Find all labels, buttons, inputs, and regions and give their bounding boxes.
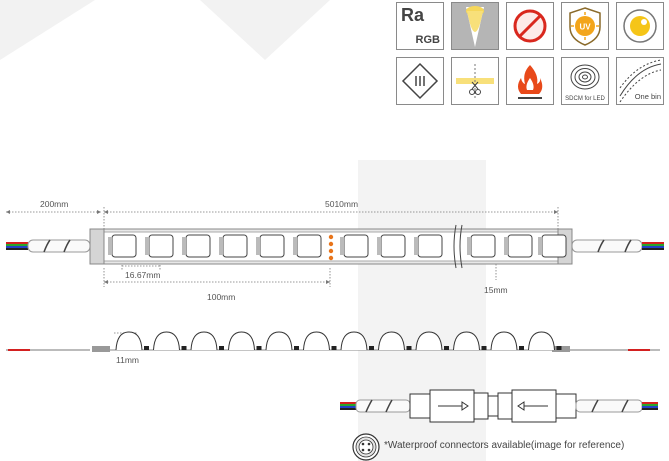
led-chip-shadow	[538, 237, 542, 255]
break-symbol	[453, 224, 463, 269]
right-cable	[571, 239, 664, 253]
led-chip-shadow	[145, 237, 149, 255]
rgb-label: RGB	[415, 34, 440, 46]
led-chip	[185, 234, 211, 258]
dimension-arrows	[6, 210, 558, 284]
height-label: 11mm	[116, 355, 139, 365]
connector-face-icon	[352, 433, 380, 461]
one-bin-icon: One bin	[616, 57, 664, 105]
led-chips	[108, 234, 567, 258]
profile-dome	[190, 331, 218, 351]
led-chip-shadow	[504, 237, 508, 255]
profile-led	[219, 346, 224, 350]
profile-led	[331, 346, 337, 350]
led-chip-shadow	[377, 237, 381, 255]
lead-length-label: 200mm	[40, 199, 69, 209]
sdcm-label: SDCM for LED	[565, 96, 605, 102]
profile-led	[519, 346, 524, 350]
sdcm-icon: SDCM for LED	[561, 57, 609, 105]
ra-label: Ra	[401, 5, 425, 25]
led-chip-shadow	[293, 237, 297, 255]
led-chip-shadow	[414, 237, 418, 255]
uv-resistant-icon: UV	[561, 2, 609, 50]
led-chip	[417, 234, 443, 258]
profile-dome	[528, 331, 555, 351]
led-chip	[343, 234, 369, 258]
led-chip-shadow	[219, 237, 223, 255]
profile-led	[256, 346, 262, 350]
left-cable	[6, 239, 91, 253]
onebin-label: One bin	[634, 92, 661, 101]
profile-dome	[153, 331, 180, 351]
cut-marker	[328, 234, 334, 261]
strip-length-label: 5010mm	[325, 199, 359, 209]
led-chip	[507, 234, 533, 258]
led-chip	[380, 234, 406, 258]
profile-led	[444, 346, 449, 350]
cut-unit-label: 100mm	[207, 292, 236, 302]
led-chip-shadow	[108, 237, 112, 255]
led-chip-shadow	[340, 237, 344, 255]
waterproof-note: *Waterproof connectors available(image f…	[384, 440, 625, 451]
led-chip	[259, 234, 285, 258]
led-chip-shadow	[467, 237, 471, 255]
cuttable-icon	[451, 57, 499, 105]
profile-dome	[228, 331, 255, 351]
profile-dome	[265, 331, 293, 351]
class-iii-icon	[396, 57, 444, 105]
profile-led	[369, 346, 374, 350]
led-chip-shadow	[256, 237, 260, 255]
led-chip-shadow	[182, 237, 186, 255]
profile-dome	[415, 331, 443, 351]
profile-dome	[303, 331, 330, 351]
led-chip	[222, 234, 248, 258]
flame-retardant-icon	[506, 57, 554, 105]
uv-label: UV	[579, 23, 591, 32]
ra-rgb-icon: Ra RGB	[396, 2, 444, 50]
feature-icon-grid: Ra RGB UV	[396, 2, 665, 108]
profile-domes	[115, 331, 562, 351]
beam-angle-icon	[451, 2, 499, 50]
profile-dome	[453, 331, 480, 351]
led-chip	[148, 234, 174, 258]
profile-dome	[378, 331, 405, 351]
width-label: 15mm	[484, 285, 508, 295]
profile-led	[294, 346, 299, 350]
lumen-icon	[616, 2, 664, 50]
profile-dome	[490, 331, 518, 351]
profile-led	[144, 346, 149, 350]
profile-led	[181, 346, 187, 350]
led-chip	[111, 234, 137, 258]
led-chip	[470, 234, 496, 258]
prohibited-icon	[506, 2, 554, 50]
led-pitch-label: 16.67mm	[125, 270, 161, 280]
profile-led	[481, 346, 487, 350]
profile-led	[406, 346, 412, 350]
connector-assembly	[340, 389, 658, 423]
profile-led	[556, 346, 562, 350]
led-chip	[296, 234, 322, 258]
profile-dome	[340, 331, 368, 351]
led-chip	[541, 234, 567, 258]
profile-dome	[115, 331, 143, 351]
dimension-lines	[6, 207, 559, 287]
